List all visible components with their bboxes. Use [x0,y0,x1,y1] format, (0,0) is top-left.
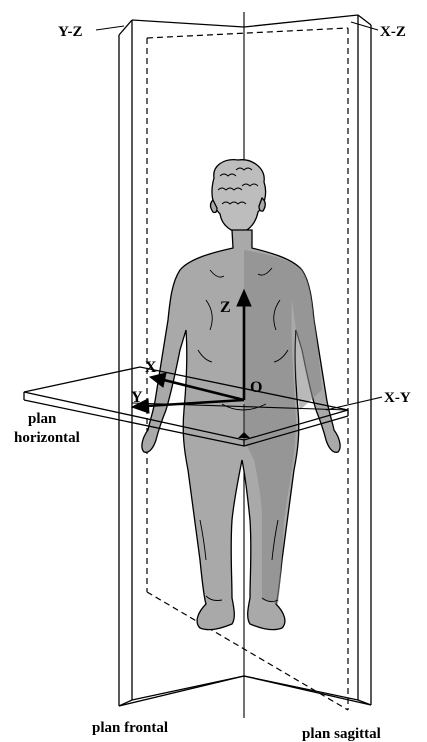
human-figure [142,160,340,630]
head [212,160,266,232]
yz-plane-label: Y-Z [58,24,82,40]
xy-plane-label: X-Y [384,390,411,406]
body [142,230,340,630]
x-axis-label: X [145,359,157,376]
z-axis-label: Z [220,299,231,316]
horizontal-plane-label-line2: horizontal [14,430,80,446]
lower-plane-edges [119,676,371,706]
xz-plane-label: X-Z [380,24,406,40]
horizontal-plane-label-line1: plan [28,411,57,427]
origin-label: O [250,379,262,396]
frontal-plane-label: plan frontal [92,720,168,736]
sagittal-plane-label: plan sagittal [302,726,381,742]
y-axis-label: Y [131,389,143,406]
